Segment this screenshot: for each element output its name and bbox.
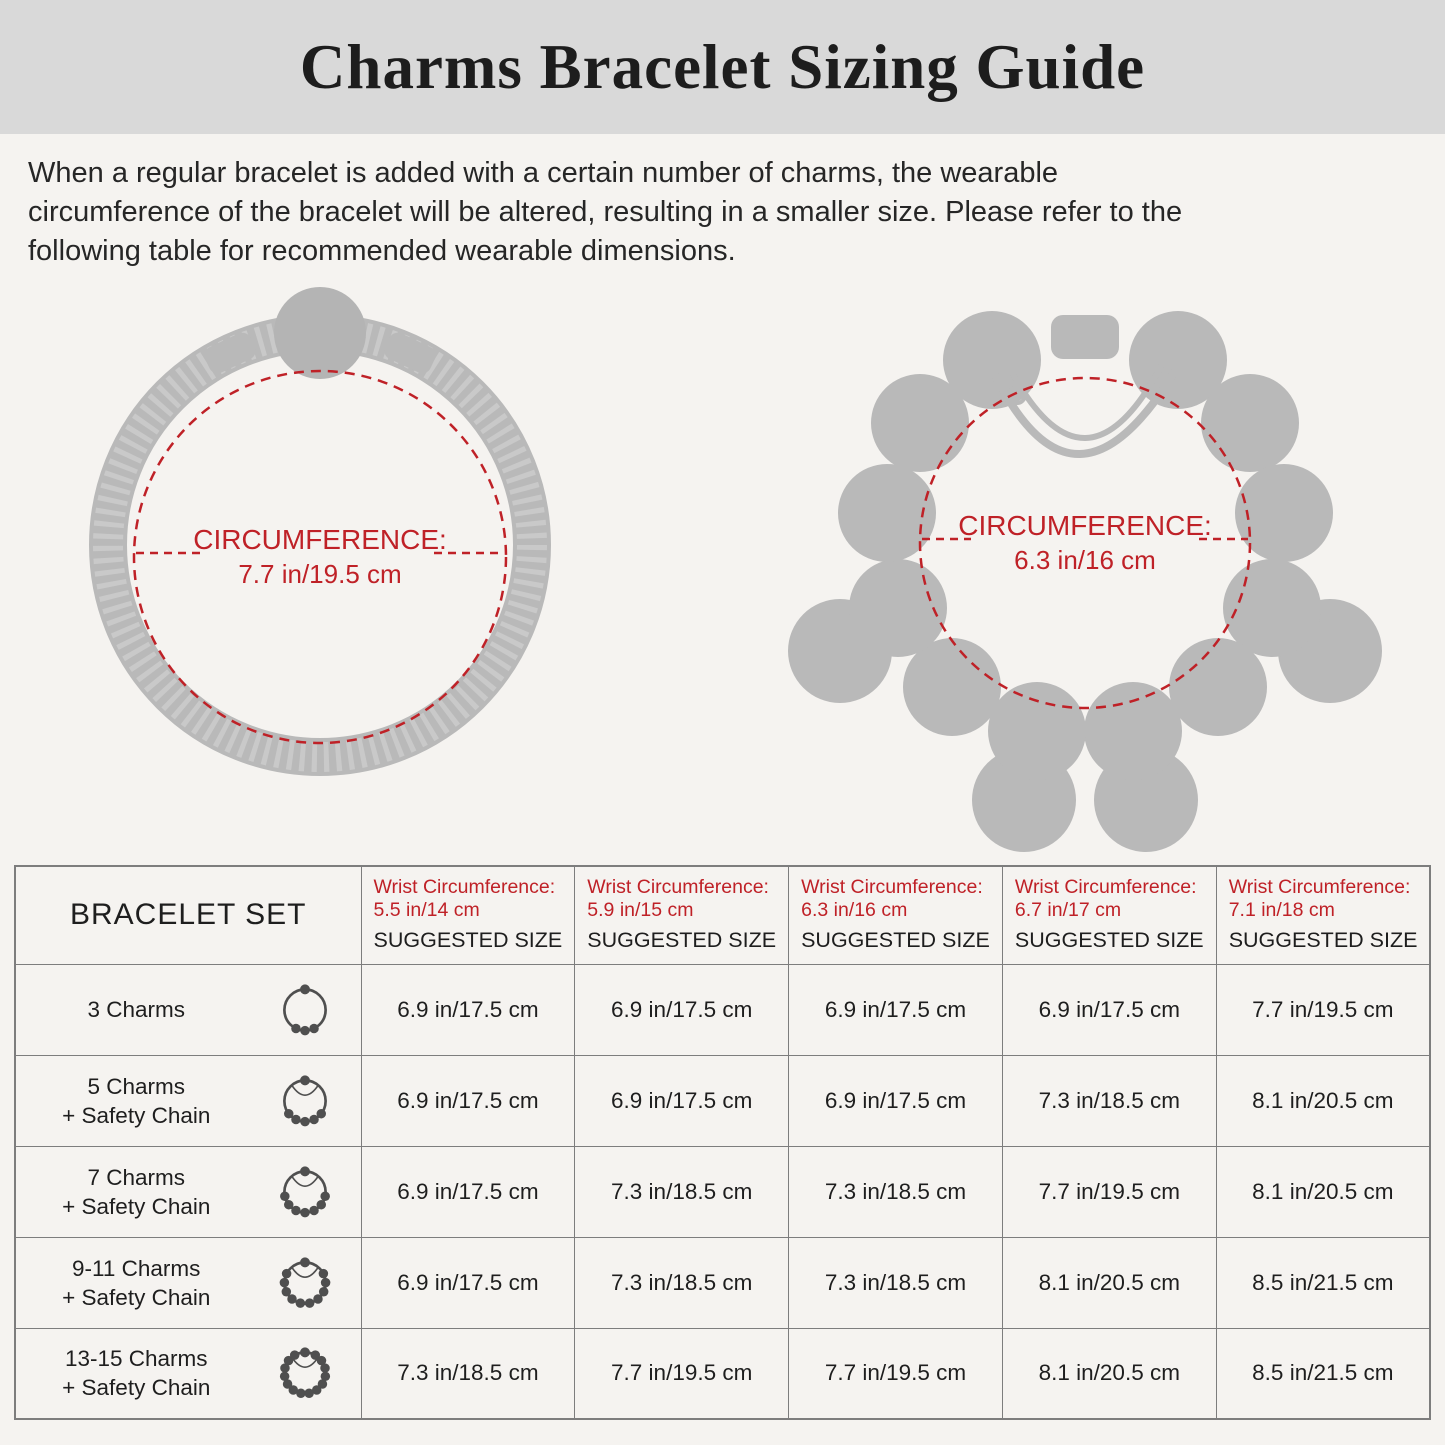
bracelet-set-cell: 9-11 Charms + Safety Chain	[14, 1236, 362, 1329]
bracelet-band	[89, 287, 551, 776]
page-title: Charms Bracelet Sizing Guide	[299, 31, 1146, 102]
table-row: 7 Charms + Safety Chain 6.9 in/17.5 cm 7…	[14, 1145, 1431, 1238]
bracelet-set-label: 3 Charms	[87, 997, 186, 1022]
column-header: Wrist Circumference: 7.1 in/18 cm SUGGES…	[1215, 865, 1431, 965]
circumference-value: 7.7 in/19.5 cm	[238, 559, 401, 589]
size-cell: 7.3 in/18.5 cm	[788, 1236, 1003, 1329]
wrist-circumference-label: Wrist Circumference: 6.7 in/17 cm	[1014, 875, 1197, 921]
size-cell: 6.9 in/17.5 cm	[360, 1145, 576, 1238]
bracelet-set-cell: 3 Charms	[14, 963, 362, 1056]
title-banner: Charms Bracelet Sizing Guide	[0, 0, 1445, 134]
size-cell: 8.5 in/21.5 cm	[1215, 1327, 1431, 1420]
measurement-overlay: CIRCUMFERENCE: 6.3 in/16 cm	[918, 376, 1252, 710]
bracelet-set-label: 13-15 Charms + Safety Chain	[62, 1346, 211, 1401]
table-row: 3 Charms 6.9 in/17.5 cm 6.9 in/17.5 cm 6…	[14, 963, 1431, 1056]
plain-bracelet-illustration: CIRCUMFERENCE: 7.7 in/19.5 cm	[89, 287, 551, 776]
size-cell: 7.7 in/19.5 cm	[788, 1327, 1003, 1420]
bracelet-set-label: 7 Charms + Safety Chain	[62, 1164, 211, 1219]
charm-ring	[838, 311, 1333, 780]
table-row: 5 Charms + Safety Chain 6.9 in/17.5 cm 6…	[14, 1054, 1431, 1147]
table-row: 9-11 Charms + Safety Chain 6.9 in/17.5 c…	[14, 1236, 1431, 1329]
size-cell: 6.9 in/17.5 cm	[788, 1054, 1003, 1147]
circumference-label: CIRCUMFERENCE:	[193, 524, 447, 555]
size-cell: 8.5 in/21.5 cm	[1215, 1236, 1431, 1329]
size-cell: 6.9 in/17.5 cm	[360, 963, 576, 1056]
size-cell: 7.3 in/18.5 cm	[1001, 1054, 1217, 1147]
size-cell: 7.3 in/18.5 cm	[574, 1236, 790, 1329]
clasp	[274, 287, 366, 379]
size-cell: 8.1 in/20.5 cm	[1001, 1327, 1217, 1420]
size-cell: 6.9 in/17.5 cm	[574, 1054, 790, 1147]
column-header: Wrist Circumference: 6.3 in/16 cm SUGGES…	[788, 865, 1003, 965]
bracelet-icon	[253, 1070, 357, 1132]
size-cell: 6.9 in/17.5 cm	[574, 963, 790, 1056]
bracelet-set-header: BRACELET SET	[14, 865, 362, 965]
wrist-circumference-label: Wrist Circumference: 5.9 in/15 cm	[587, 875, 769, 921]
size-cell: 6.9 in/17.5 cm	[360, 1236, 576, 1329]
size-cell: 7.3 in/18.5 cm	[574, 1145, 790, 1238]
circumference-label: CIRCUMFERENCE:	[958, 510, 1212, 541]
suggested-size-label: SUGGESTED SIZE	[1014, 927, 1204, 952]
intro-line: When a regular bracelet is added with a …	[28, 157, 1059, 189]
safety-chain	[991, 357, 1179, 458]
size-cell: 7.7 in/19.5 cm	[574, 1327, 790, 1420]
intro-line: following table for recommended wearable…	[28, 235, 736, 267]
bracelet-icon	[253, 1252, 357, 1314]
size-cell: 7.3 in/18.5 cm	[788, 1145, 1003, 1238]
sizing-table: BRACELET SET Wrist Circumference: 5.5 in…	[14, 865, 1431, 1420]
bracelet-set-cell: 7 Charms + Safety Chain	[14, 1145, 362, 1238]
wrist-circumference-label: Wrist Circumference: 7.1 in/18 cm	[1228, 875, 1411, 921]
suggested-size-label: SUGGESTED SIZE	[373, 927, 563, 952]
bracelet-set-cell: 13-15 Charms + Safety Chain	[14, 1327, 362, 1420]
suggested-size-label: SUGGESTED SIZE	[1228, 927, 1418, 952]
intro-paragraph: When a regular bracelet is added with a …	[0, 134, 1445, 273]
size-cell: 6.9 in/17.5 cm	[788, 963, 1003, 1056]
circumference-value: 6.3 in/16 cm	[1014, 545, 1156, 575]
size-cell: 7.3 in/18.5 cm	[360, 1327, 576, 1420]
diagram-section: CIRCUMFERENCE: 7.7 in/19.5 cm	[0, 273, 1445, 861]
clasp	[1051, 315, 1119, 359]
bracelet-set-label: 9-11 Charms + Safety Chain	[62, 1255, 211, 1310]
bracelet-set-label: 5 Charms + Safety Chain	[62, 1073, 211, 1128]
charm-bracelet-illustration: CIRCUMFERENCE: 6.3 in/16 cm	[788, 311, 1382, 852]
bracelet-icon	[253, 1342, 357, 1404]
suggested-size-label: SUGGESTED SIZE	[587, 927, 777, 952]
size-cell: 8.1 in/20.5 cm	[1215, 1145, 1431, 1238]
measurement-overlay: CIRCUMFERENCE: 7.7 in/19.5 cm	[132, 369, 508, 745]
size-cell: 8.1 in/20.5 cm	[1215, 1054, 1431, 1147]
suggested-size-label: SUGGESTED SIZE	[801, 927, 990, 952]
column-header: Wrist Circumference: 6.7 in/17 cm SUGGES…	[1001, 865, 1217, 965]
bracelet-icon	[253, 979, 357, 1041]
wrist-circumference-label: Wrist Circumference: 5.5 in/14 cm	[373, 875, 556, 921]
size-cell: 6.9 in/17.5 cm	[1001, 963, 1217, 1056]
bracelet-icon	[253, 1161, 357, 1223]
column-header: Wrist Circumference: 5.5 in/14 cm SUGGES…	[360, 865, 576, 965]
size-cell: 7.7 in/19.5 cm	[1001, 1145, 1217, 1238]
table-header-row: BRACELET SET Wrist Circumference: 5.5 in…	[14, 865, 1431, 965]
table-row: 13-15 Charms + Safety Chain 7.3 in/18.5 …	[14, 1327, 1431, 1420]
column-header: Wrist Circumference: 5.9 in/15 cm SUGGES…	[574, 865, 790, 965]
intro-line: circumference of the bracelet will be al…	[28, 196, 1183, 228]
wrist-circumference-label: Wrist Circumference: 6.3 in/16 cm	[801, 875, 983, 921]
size-cell: 8.1 in/20.5 cm	[1001, 1236, 1217, 1329]
size-cell: 6.9 in/17.5 cm	[360, 1054, 576, 1147]
size-cell: 7.7 in/19.5 cm	[1215, 963, 1431, 1056]
bracelet-set-cell: 5 Charms + Safety Chain	[14, 1054, 362, 1147]
